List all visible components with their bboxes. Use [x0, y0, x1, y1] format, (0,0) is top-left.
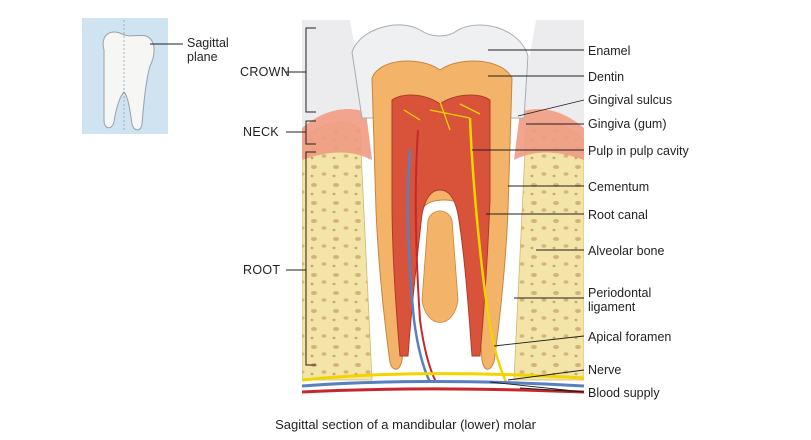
dentin-label: Dentin [588, 70, 625, 84]
alveolar-bone-label: Alveolar bone [588, 244, 665, 258]
nerve-label: Nerve [588, 363, 622, 377]
gingiva [302, 108, 584, 160]
apical-foramen-label: Apical foramen [588, 330, 672, 344]
nerve-path [468, 117, 508, 383]
region-brackets [286, 27, 316, 366]
root-canal-label: Root canal [588, 208, 648, 222]
pulp-label: Pulp in pulp cavity [588, 144, 689, 158]
sagittal-plane-label: Sagittal plane [187, 36, 229, 64]
blood-supply-label: Blood supply [588, 386, 660, 400]
inset-tooth-shape [102, 31, 155, 131]
cementum-label: Cementum [588, 180, 650, 194]
gingival-sulcus-label: Gingival sulcus [588, 93, 673, 107]
inset-tooth [82, 18, 168, 134]
gingiva-label: Gingiva (gum) [588, 117, 667, 131]
neck-label: NECK [243, 125, 279, 139]
blood-vessels [302, 372, 584, 382]
enamel-label: Enamel [588, 44, 631, 58]
periodontal-ligament-label: Periodontal ligament [588, 286, 652, 314]
cross-section [302, 20, 584, 394]
crown-label: CROWN [240, 65, 291, 79]
leader-lines [472, 49, 585, 393]
figure-caption: Sagittal section of a mandibular (lower)… [275, 417, 536, 432]
root-label: ROOT [243, 263, 281, 277]
